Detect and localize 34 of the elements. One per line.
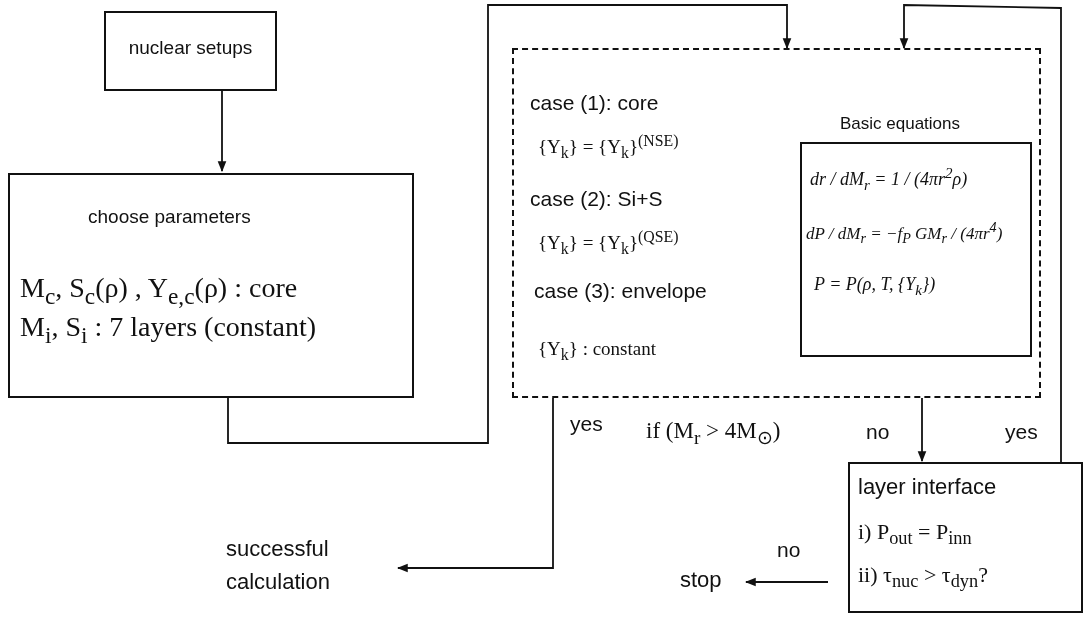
node-label: stop <box>680 567 722 594</box>
arrow <box>917 397 927 463</box>
equation-heading: Basic equations <box>840 114 961 135</box>
arrow <box>217 90 227 173</box>
equation-text: dP / dM$_{r}$ = −f$_{P}$ GM$_{r}$ / (4πr$^{4}$) <box>806 219 1003 248</box>
equation-text: M$_{i}$, S$_{i}$ : 7 layers (constant) <box>20 310 317 350</box>
node-label: successful calculation <box>226 535 331 596</box>
decision-box <box>848 462 1083 613</box>
node-label: layer interface <box>858 474 997 501</box>
node-label: case (1): core <box>530 90 659 116</box>
edge-label: no <box>777 538 801 562</box>
condition-text: if (M$_{r}$ > 4M$_{⊙}$) <box>646 418 781 449</box>
equation-text: P = P(ρ, T, {Y$_{k}$}) <box>814 274 936 299</box>
process-box <box>104 11 277 91</box>
edge-label: yes <box>570 412 603 436</box>
node-label: case (3): envelope <box>534 278 707 304</box>
equation-text: {Y$_{k}$} : constant <box>538 338 656 365</box>
arrow <box>396 397 554 573</box>
equation-text: i) P$_{out}$ = P$_{inn}$ <box>858 519 972 551</box>
dashed-group-box <box>512 48 1041 398</box>
node-label: nuclear setups <box>127 37 254 60</box>
arrow <box>227 4 792 444</box>
arrow <box>899 4 1062 463</box>
equation-text: ii) τ$_{nuc}$ > τ$_{dyn}$? <box>858 562 988 594</box>
arrow <box>744 577 829 587</box>
equation-text: {Y$_{k}$} = {Y$_{k}$}$^{(NSE)}$ <box>538 132 679 164</box>
edge-label: no <box>866 420 890 444</box>
process-box <box>8 173 414 398</box>
node-label: case (2): Si+S <box>530 186 663 212</box>
equation-text: {Y$_{k}$} = {Y$_{k}$}$^{(QSE)}$ <box>538 228 679 260</box>
node-label: choose parameters <box>88 206 251 229</box>
equation-text: M$_{c}$, S$_{c}$(ρ) , Y$_{e,c}$(ρ) : core <box>20 271 298 311</box>
equation-text: dr / dM$_{r}$ = 1 / (4πr$^{2}$ρ) <box>810 164 968 194</box>
edge-label: yes <box>1005 420 1038 444</box>
